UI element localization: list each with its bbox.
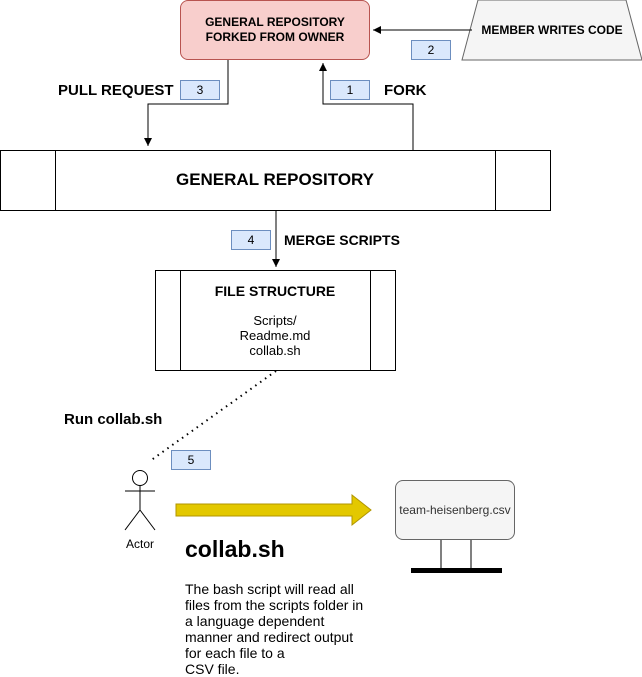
forked-repo-line-1: GENERAL REPOSITORY bbox=[205, 15, 345, 29]
run-script-label: Run collab.sh bbox=[64, 411, 163, 428]
file-structure-title: FILE STRUCTURE bbox=[214, 283, 336, 299]
monitor-stand-icon bbox=[411, 540, 502, 573]
file-structure-box bbox=[155, 270, 396, 371]
forked-repo-node: GENERAL REPOSITORY FORKED FROM OWNER bbox=[180, 0, 370, 60]
stick-figure-icon bbox=[124, 470, 156, 531]
step-2-badge: 2 bbox=[411, 40, 451, 60]
member-writes-shape bbox=[461, 0, 642, 61]
description-line: manner and redirect output bbox=[185, 629, 354, 645]
pull-request-arrow bbox=[144, 60, 229, 146]
file-structure-item: collab.sh bbox=[249, 343, 301, 358]
actor-label: Actor bbox=[125, 537, 154, 551]
fork-arrow bbox=[319, 63, 414, 150]
step-5-badge: 5 bbox=[171, 450, 211, 470]
forked-repo-line-2: FORKED FROM OWNER bbox=[205, 30, 345, 44]
general-repo-title: GENERAL REPOSITORY bbox=[175, 170, 375, 189]
step-4-badge: 4 bbox=[231, 230, 271, 250]
file-structure-item: Scripts/ bbox=[253, 313, 297, 328]
step-1-badge: 1 bbox=[330, 80, 370, 100]
description-line: for each file to a bbox=[185, 645, 285, 661]
description-paragraph: The bash script will read all files from… bbox=[185, 581, 375, 677]
description-line: The bash script will read all bbox=[185, 581, 354, 597]
description-line: a language dependent bbox=[185, 613, 325, 629]
step-3-badge: 3 bbox=[180, 80, 220, 100]
csv-output-label: team-heisenberg.csv bbox=[399, 503, 511, 517]
description-line: files from the scripts folder in bbox=[185, 597, 364, 613]
file-structure-item: Readme.md bbox=[239, 328, 311, 343]
general-repo-box bbox=[0, 150, 551, 211]
csv-output-node: team-heisenberg.csv bbox=[395, 480, 515, 540]
yellow-flow-arrow bbox=[175, 493, 372, 527]
description-heading: collab.sh bbox=[185, 536, 285, 562]
pull-request-label: PULL REQUEST bbox=[58, 82, 174, 99]
merge-scripts-label: MERGE SCRIPTS bbox=[284, 232, 400, 248]
fork-label: FORK bbox=[384, 82, 427, 99]
run-association-line bbox=[149, 370, 277, 462]
description-line: CSV file. bbox=[185, 661, 240, 677]
member-writes-label: MEMBER WRITES CODE bbox=[481, 23, 623, 37]
